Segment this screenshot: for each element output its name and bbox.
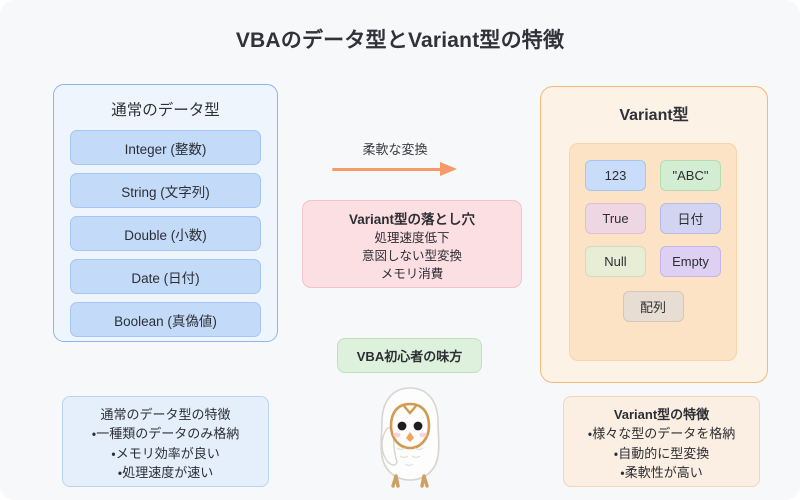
variant-pitfall-box: Variant型の落とし穴 処理速度低下 意図しない型変換 メモリ消費 <box>302 200 522 288</box>
variant-type-panel-title: Variant型 <box>619 107 689 124</box>
normal-types-note-line: ・メモリ効率が良い <box>111 445 220 461</box>
variant-pitfall-line: メモリ消費 <box>380 267 444 281</box>
variant-note-line: ・自動的に型変換 <box>613 445 710 461</box>
beginner-friend-badge: VBA初心者の味方 <box>337 338 482 373</box>
normal-types-list: Integer (整数) String (文字列) Double (小数) Da… <box>70 130 261 337</box>
conversion-arrow-label: 柔軟な変換 <box>362 142 428 157</box>
variant-value-boolean[interactable]: True <box>585 203 646 234</box>
type-chip-date[interactable]: Date (日付) <box>70 259 261 294</box>
variant-values-container: 123 "ABC" True 日付 Null Empty 配列 <box>569 143 737 361</box>
variant-note-head: Variant型の特徴 <box>613 407 710 422</box>
variant-pitfall-line: 処理速度低下 <box>374 231 450 245</box>
normal-types-note: 通常のデータ型の特徴 ・一種類のデータのみ格納 ・メモリ効率が良い ・処理速度が… <box>62 396 269 487</box>
arrow-shaft <box>332 168 444 172</box>
owl-mascot-icon <box>380 387 440 488</box>
normal-types-panel-title: 通常のデータ型 <box>111 102 220 119</box>
normal-types-note-line: ・一種類のデータのみ格納 <box>91 426 240 441</box>
variant-type-panel: Variant型 123 "ABC" True 日付 Null Empty 配列 <box>540 86 768 383</box>
variant-note-line: ・柔軟性が高い <box>620 465 703 480</box>
type-chip-integer[interactable]: Integer (整数) <box>70 130 261 165</box>
owl-eye-right <box>413 421 423 431</box>
owl-eye-left <box>397 421 407 431</box>
type-chip-string[interactable]: String (文字列) <box>70 173 261 208</box>
type-chip-boolean[interactable]: Boolean (真偽値) <box>70 302 261 337</box>
variant-value-string[interactable]: "ABC" <box>660 160 721 191</box>
variant-note: Variant型の特徴 ・様々な型のデータを格納 ・自動的に型変換 ・柔軟性が高… <box>563 396 760 487</box>
variant-value-array-row: 配列 <box>584 291 722 322</box>
variant-values-grid: 123 "ABC" True 日付 Null Empty 配列 <box>570 144 736 322</box>
variant-value-date[interactable]: 日付 <box>660 203 721 234</box>
variant-pitfall-line: 意図しない型変換 <box>361 249 462 263</box>
arrow-right-icon <box>332 162 460 176</box>
variant-value-empty[interactable]: Empty <box>660 246 721 277</box>
page-title: VBAのデータ型とVariant型の特徴 <box>235 29 565 52</box>
normal-types-panel: 通常のデータ型 Integer (整数) String (文字列) Double… <box>53 84 278 342</box>
variant-value-array[interactable]: 配列 <box>622 291 684 322</box>
variant-pitfall-head: Variant型の落とし穴 <box>348 212 476 227</box>
normal-types-note-head: 通常のデータ型の特徴 <box>100 407 231 422</box>
variant-value-null[interactable]: Null <box>585 246 646 277</box>
variant-note-line: ・様々な型のデータを格納 <box>587 426 736 441</box>
type-chip-double[interactable]: Double (小数) <box>70 216 261 251</box>
arrow-head <box>440 162 457 176</box>
variant-value-number[interactable]: 123 <box>585 160 646 191</box>
normal-types-note-line: ・処理速度が速い <box>117 465 214 480</box>
